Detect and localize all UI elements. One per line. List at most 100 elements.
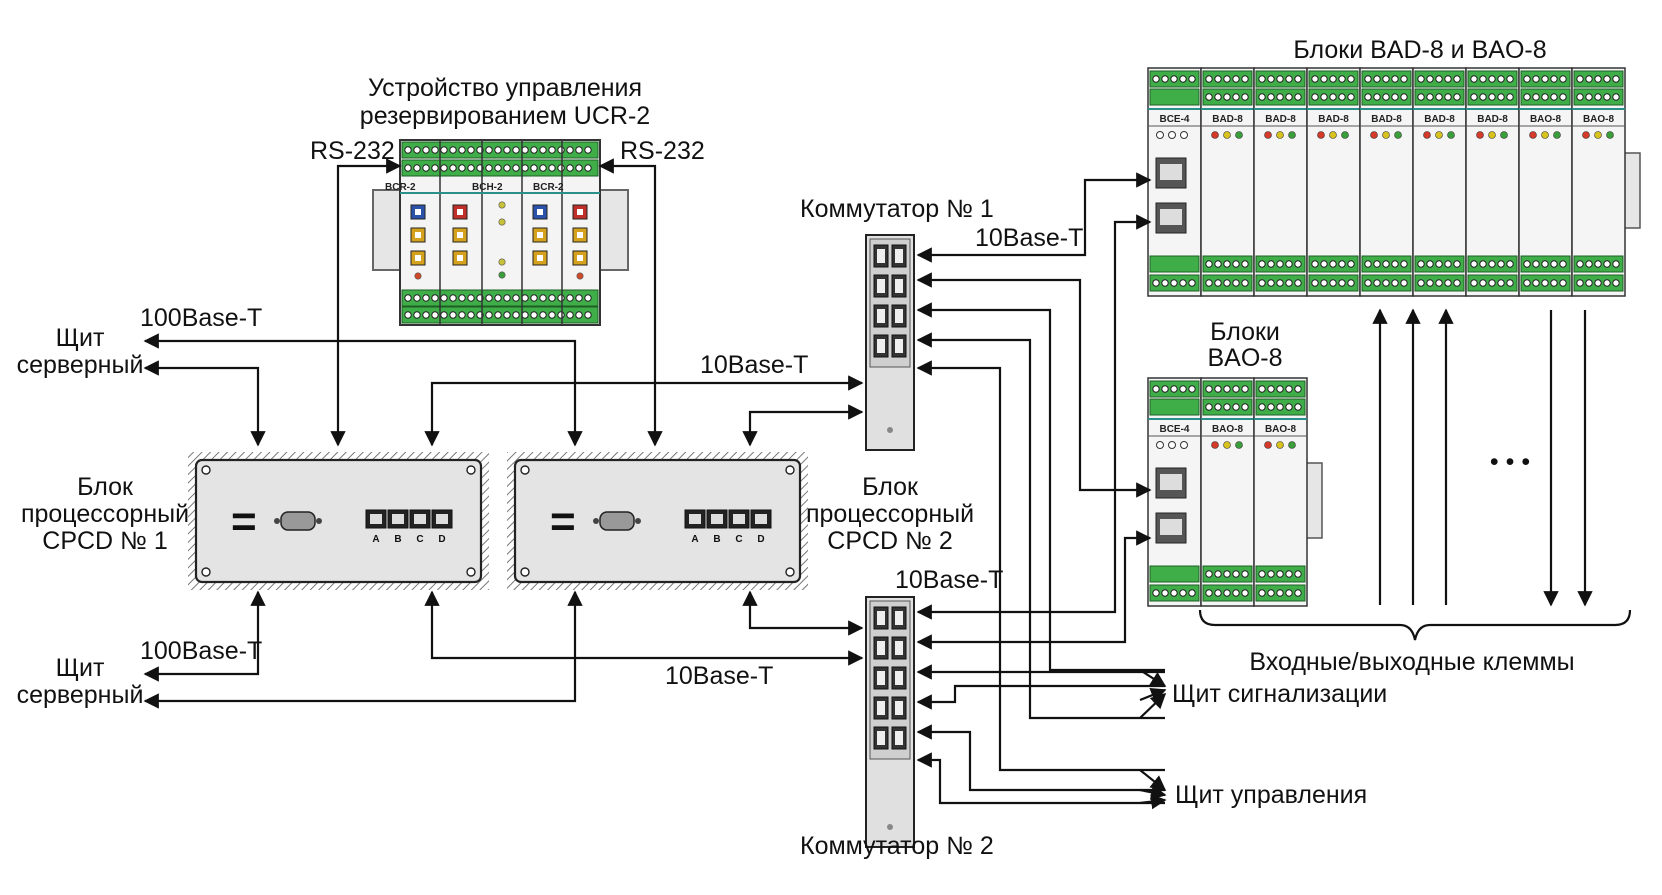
terminal-screw bbox=[1603, 279, 1611, 287]
terminal-screw bbox=[1479, 75, 1487, 83]
terminal-screw bbox=[1541, 93, 1549, 101]
terminal-screw bbox=[557, 164, 565, 172]
io-module-label: BCE-4 bbox=[1159, 114, 1189, 125]
terminal-screw bbox=[1479, 260, 1487, 268]
terminal-screw bbox=[1267, 93, 1275, 101]
switch-port-inner bbox=[877, 611, 885, 625]
terminal-screw bbox=[440, 146, 448, 154]
terminal-screw bbox=[1364, 279, 1372, 287]
cpu-screw bbox=[520, 567, 530, 577]
io-rj45-port-inner bbox=[1160, 209, 1182, 225]
terminal-screw bbox=[584, 164, 592, 172]
terminal-screw bbox=[1285, 385, 1293, 393]
terminal-screw bbox=[1417, 260, 1425, 268]
terminal-screw bbox=[1241, 260, 1249, 268]
terminal-screw bbox=[1179, 589, 1187, 597]
ucr-indicator-center bbox=[577, 209, 583, 215]
io-led bbox=[1276, 441, 1284, 449]
io-module-plate bbox=[1149, 88, 1200, 106]
ucr-title-line1: Устройство управления bbox=[368, 74, 642, 102]
io-led bbox=[1582, 131, 1590, 139]
terminal-screw bbox=[1285, 403, 1293, 411]
terminal-screw bbox=[1612, 75, 1620, 83]
terminal-screw bbox=[1585, 75, 1593, 83]
terminal-screw bbox=[1541, 260, 1549, 268]
cpu-screw bbox=[466, 567, 476, 577]
terminal-screw bbox=[449, 294, 457, 302]
terminal-screw bbox=[1391, 93, 1399, 101]
terminal-screw bbox=[575, 294, 583, 302]
terminal-screw bbox=[422, 311, 430, 319]
switch-1-label: Коммутатор № 1 bbox=[800, 195, 994, 223]
terminal-screw bbox=[1214, 279, 1222, 287]
terminal-screw bbox=[467, 164, 475, 172]
io-led bbox=[1235, 131, 1243, 139]
terminal-screw bbox=[1523, 279, 1531, 287]
io-led bbox=[1370, 131, 1378, 139]
terminal-screw bbox=[1523, 260, 1531, 268]
terminal-screw bbox=[1541, 75, 1549, 83]
terminal-screw bbox=[1576, 279, 1584, 287]
terminal-screw bbox=[1258, 403, 1266, 411]
terminal-screw bbox=[1338, 279, 1346, 287]
switch-led bbox=[887, 824, 893, 830]
terminal-screw bbox=[1532, 75, 1540, 83]
terminal-screw bbox=[1152, 589, 1160, 597]
switch-port-inner bbox=[877, 731, 885, 745]
cpu-serial-port bbox=[599, 511, 635, 531]
terminal-screw bbox=[1453, 75, 1461, 83]
terminal-screw bbox=[1506, 93, 1514, 101]
terminal-screw bbox=[503, 164, 511, 172]
terminal-screw bbox=[1382, 260, 1390, 268]
terminal-screw bbox=[1523, 75, 1531, 83]
terminal-screw bbox=[1223, 75, 1231, 83]
terminal-screw bbox=[557, 294, 565, 302]
terminal-screw bbox=[1285, 260, 1293, 268]
io-rj45-port-inner bbox=[1160, 474, 1182, 490]
switch-port-inner bbox=[895, 671, 903, 685]
io-led bbox=[1606, 131, 1614, 139]
terminal-screw bbox=[404, 294, 412, 302]
terminal-screw bbox=[575, 164, 583, 172]
terminal-screw bbox=[1161, 75, 1169, 83]
terminal-screw bbox=[458, 146, 466, 154]
terminal-screw bbox=[1435, 279, 1443, 287]
terminal-screw bbox=[521, 311, 529, 319]
terminal-screw bbox=[512, 311, 520, 319]
terminal-screw bbox=[1444, 279, 1452, 287]
terminal-screw bbox=[1400, 279, 1408, 287]
cpu-screw bbox=[785, 465, 795, 475]
io-led bbox=[1264, 131, 1272, 139]
server-bottom-label-2: серверный bbox=[17, 681, 144, 709]
terminal-screw bbox=[1285, 570, 1293, 578]
io-led bbox=[1317, 131, 1325, 139]
cpu-serial-screw bbox=[635, 518, 641, 524]
io-module-label: BAO-8 bbox=[1212, 424, 1244, 435]
terminal-screw bbox=[1382, 279, 1390, 287]
terminal-screw bbox=[548, 294, 556, 302]
terminal-screw bbox=[1559, 93, 1567, 101]
terminal-screw bbox=[1294, 75, 1302, 83]
terminal-screw bbox=[1576, 260, 1584, 268]
terminal-screw bbox=[467, 311, 475, 319]
cpu-port-label: B bbox=[394, 534, 401, 545]
terminal-screw bbox=[503, 146, 511, 154]
terminal-screw bbox=[1205, 260, 1213, 268]
switch-port-inner bbox=[895, 701, 903, 715]
switch-port-inner bbox=[877, 339, 885, 353]
terminal-screw bbox=[440, 311, 448, 319]
terminal-screw bbox=[413, 311, 421, 319]
switch-2-label: Коммутатор № 2 bbox=[800, 832, 994, 860]
cpu-ethernet-port-inner bbox=[689, 514, 701, 524]
terminal-screw bbox=[1294, 93, 1302, 101]
rs232-right-label: RS-232 bbox=[620, 137, 705, 165]
io-rj45-port-inner bbox=[1160, 519, 1182, 535]
10base-label-3: 10Base-T bbox=[895, 566, 1003, 594]
terminal-screw bbox=[1241, 279, 1249, 287]
terminal-screw bbox=[1417, 75, 1425, 83]
100base-top-label: 100Base-T bbox=[140, 304, 262, 332]
terminal-screw bbox=[1417, 93, 1425, 101]
terminal-screw bbox=[1152, 75, 1160, 83]
terminal-screw bbox=[566, 164, 574, 172]
terminal-screw bbox=[1320, 260, 1328, 268]
